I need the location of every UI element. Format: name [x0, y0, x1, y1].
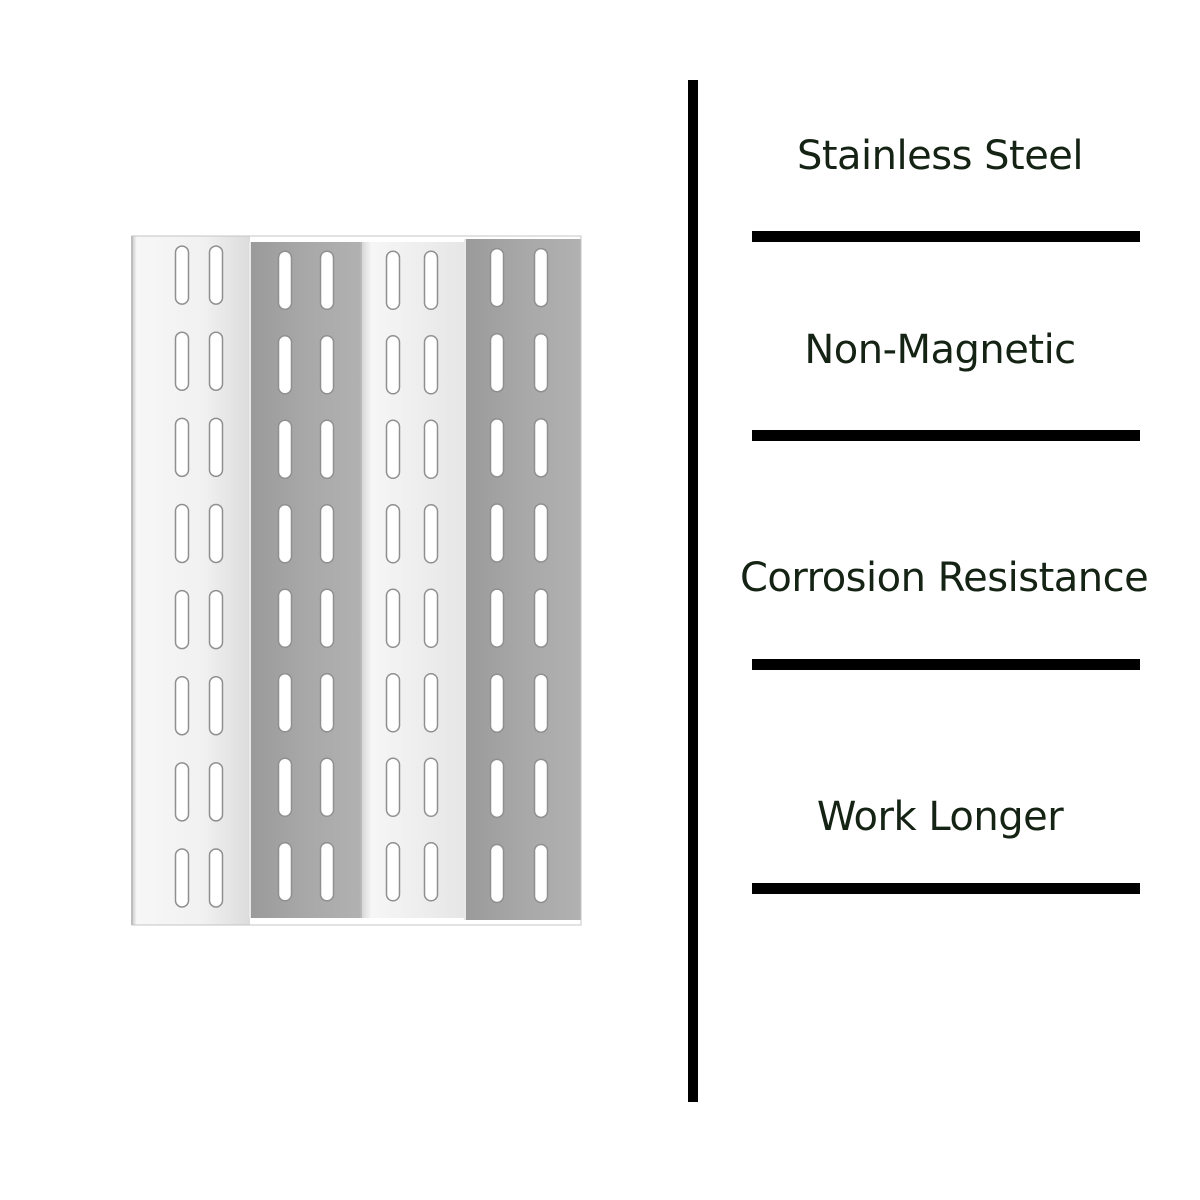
plate-slot — [489, 673, 505, 733]
plate-slot — [489, 332, 505, 393]
plate-slot — [319, 419, 335, 479]
plate-slot — [385, 335, 401, 395]
plate-slot — [174, 503, 190, 564]
plate-slot — [277, 504, 293, 564]
feature-label-work-longer: Work Longer — [816, 794, 1064, 840]
feature-label-non-magnetic: Non-Magnetic — [804, 327, 1076, 373]
plate-slot — [423, 842, 439, 902]
plate-slot — [208, 503, 224, 564]
plate-slot — [319, 504, 335, 564]
plate-slot — [277, 250, 293, 310]
plate-slot — [277, 757, 293, 817]
feature-label-stainless-steel: Stainless Steel — [796, 133, 1084, 179]
plate-slot — [277, 673, 293, 733]
plate-slot — [489, 843, 505, 904]
plate-slot — [385, 419, 401, 479]
plate-slot — [533, 673, 549, 733]
plate-slot — [533, 418, 549, 478]
feature-divider — [752, 883, 1140, 894]
plate-outline — [131, 235, 582, 926]
plate-slot — [208, 848, 224, 908]
plate-slot — [277, 335, 293, 395]
plate-slot — [319, 673, 335, 733]
plate-slot — [533, 588, 549, 648]
plate-slot — [423, 250, 439, 310]
plate-slot — [423, 588, 439, 648]
plate-slot — [489, 418, 505, 478]
plate-slot — [489, 247, 505, 308]
feature-label-corrosion-resistance: Corrosion Resistance — [740, 555, 1149, 601]
plate-slot — [208, 589, 224, 650]
plate-slot — [277, 842, 293, 902]
plate-slot — [277, 419, 293, 479]
plate-slot — [423, 673, 439, 733]
vertical-divider — [688, 80, 698, 1102]
plate-slot — [319, 842, 335, 902]
plate-slot — [174, 762, 190, 822]
feature-divider — [752, 659, 1140, 670]
plate-slot — [174, 331, 190, 391]
plate-slot — [489, 588, 505, 648]
plate-slot — [385, 504, 401, 564]
plate-panel — [132, 236, 250, 925]
plate-slot — [385, 842, 401, 902]
feature-divider — [752, 430, 1140, 441]
feature-divider — [752, 231, 1140, 242]
plate-slot — [319, 250, 335, 310]
plate-slot — [208, 417, 224, 478]
plate-slot — [533, 503, 549, 563]
plate-panel — [465, 239, 581, 920]
plate-slot — [208, 245, 224, 305]
plate-slot — [533, 758, 549, 819]
plate-slot — [174, 589, 190, 650]
plate-slot — [319, 588, 335, 648]
plate-slot — [489, 758, 505, 819]
plate-slot — [208, 762, 224, 822]
plate-slot — [385, 588, 401, 648]
plate-slot — [423, 757, 439, 817]
plate-slot — [319, 335, 335, 395]
plate-panel — [250, 242, 361, 918]
plate-slot — [423, 335, 439, 395]
plate-slot — [533, 332, 549, 393]
plate-slot — [385, 250, 401, 310]
plate-slot — [208, 675, 224, 736]
plate-slot — [489, 503, 505, 563]
plate-slot — [385, 673, 401, 733]
plate-slot — [423, 504, 439, 564]
plate-slot — [174, 245, 190, 305]
plate-slot — [533, 247, 549, 308]
plate-slot — [423, 419, 439, 479]
plate-slot — [174, 848, 190, 908]
plate-slot — [208, 331, 224, 391]
plate-slot — [533, 843, 549, 904]
plate-panel — [361, 242, 465, 918]
plate-slot — [174, 417, 190, 478]
plate-slot — [385, 757, 401, 817]
plate-slot — [174, 675, 190, 736]
plate-slot — [319, 757, 335, 817]
plate-slot — [277, 588, 293, 648]
